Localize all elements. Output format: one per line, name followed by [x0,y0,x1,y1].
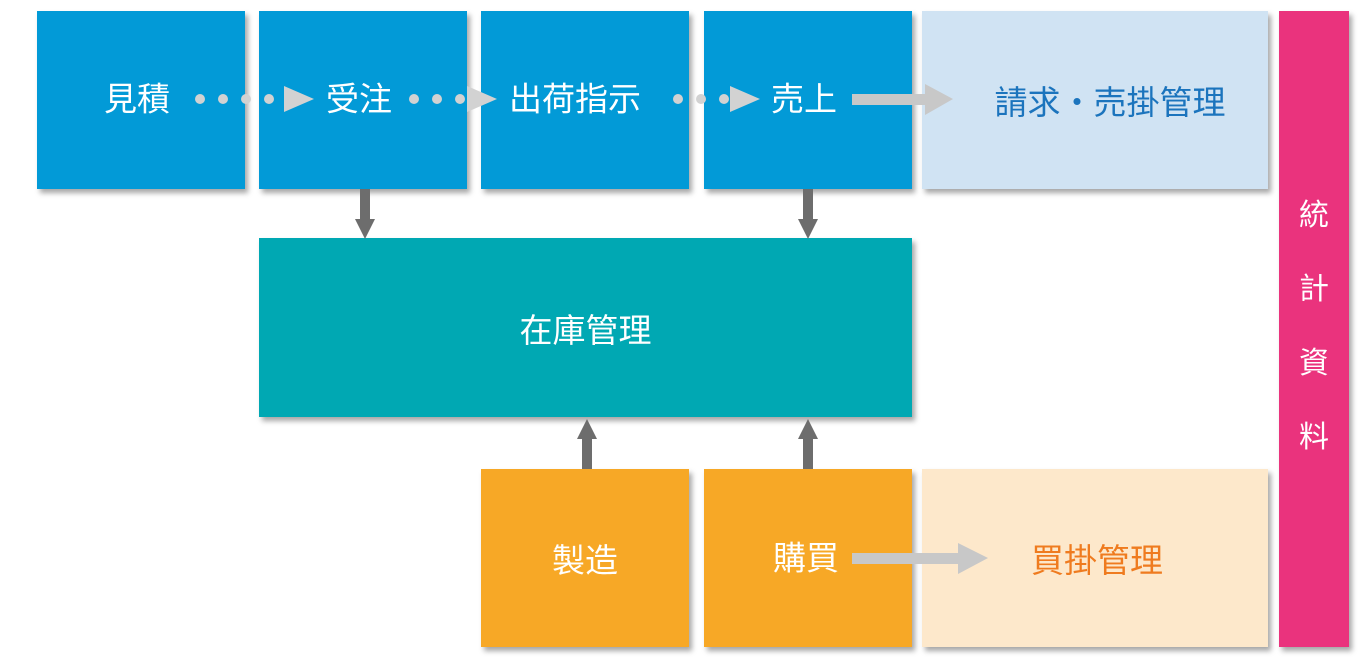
label-seikyu-urikake: 請求・売掛管理 [994,83,1226,122]
label-tokei-2: 計 [1299,272,1329,307]
label-uriage: 売上 [771,80,837,119]
label-mitsumori: 見積 [104,80,170,119]
arrow-seizo-zaiko [577,419,597,469]
box-seizo[interactable]: 製造 [481,469,689,647]
label-kaikake: 買掛管理 [1031,541,1163,580]
label-tokei-4: 料 [1299,420,1329,455]
label-tokei-1: 統 [1299,198,1329,233]
label-tokei-3: 資 [1299,346,1329,381]
box-mitsumori[interactable] [37,11,245,189]
label-juchu: 受注 [326,80,392,119]
label-seizo: 製造 [552,541,618,580]
box-seikyu-urikake[interactable]: 請求・売掛管理 [922,11,1268,189]
box-zaiko[interactable]: 在庫管理 [259,238,912,417]
box-tokei-shiryo[interactable]: 統 計 資 料 [1279,11,1349,647]
label-shukka-shiji: 出荷指示 [509,80,641,119]
arrow-juchu-zaiko [355,189,375,239]
arrow-uriage-zaiko [798,189,818,239]
box-shukka-shiji[interactable] [481,11,689,189]
label-konyu: 購買 [773,539,839,578]
label-zaiko: 在庫管理 [519,310,652,350]
box-kaikake[interactable]: 買掛管理 [922,469,1268,647]
arrow-konyu-zaiko [798,419,818,469]
